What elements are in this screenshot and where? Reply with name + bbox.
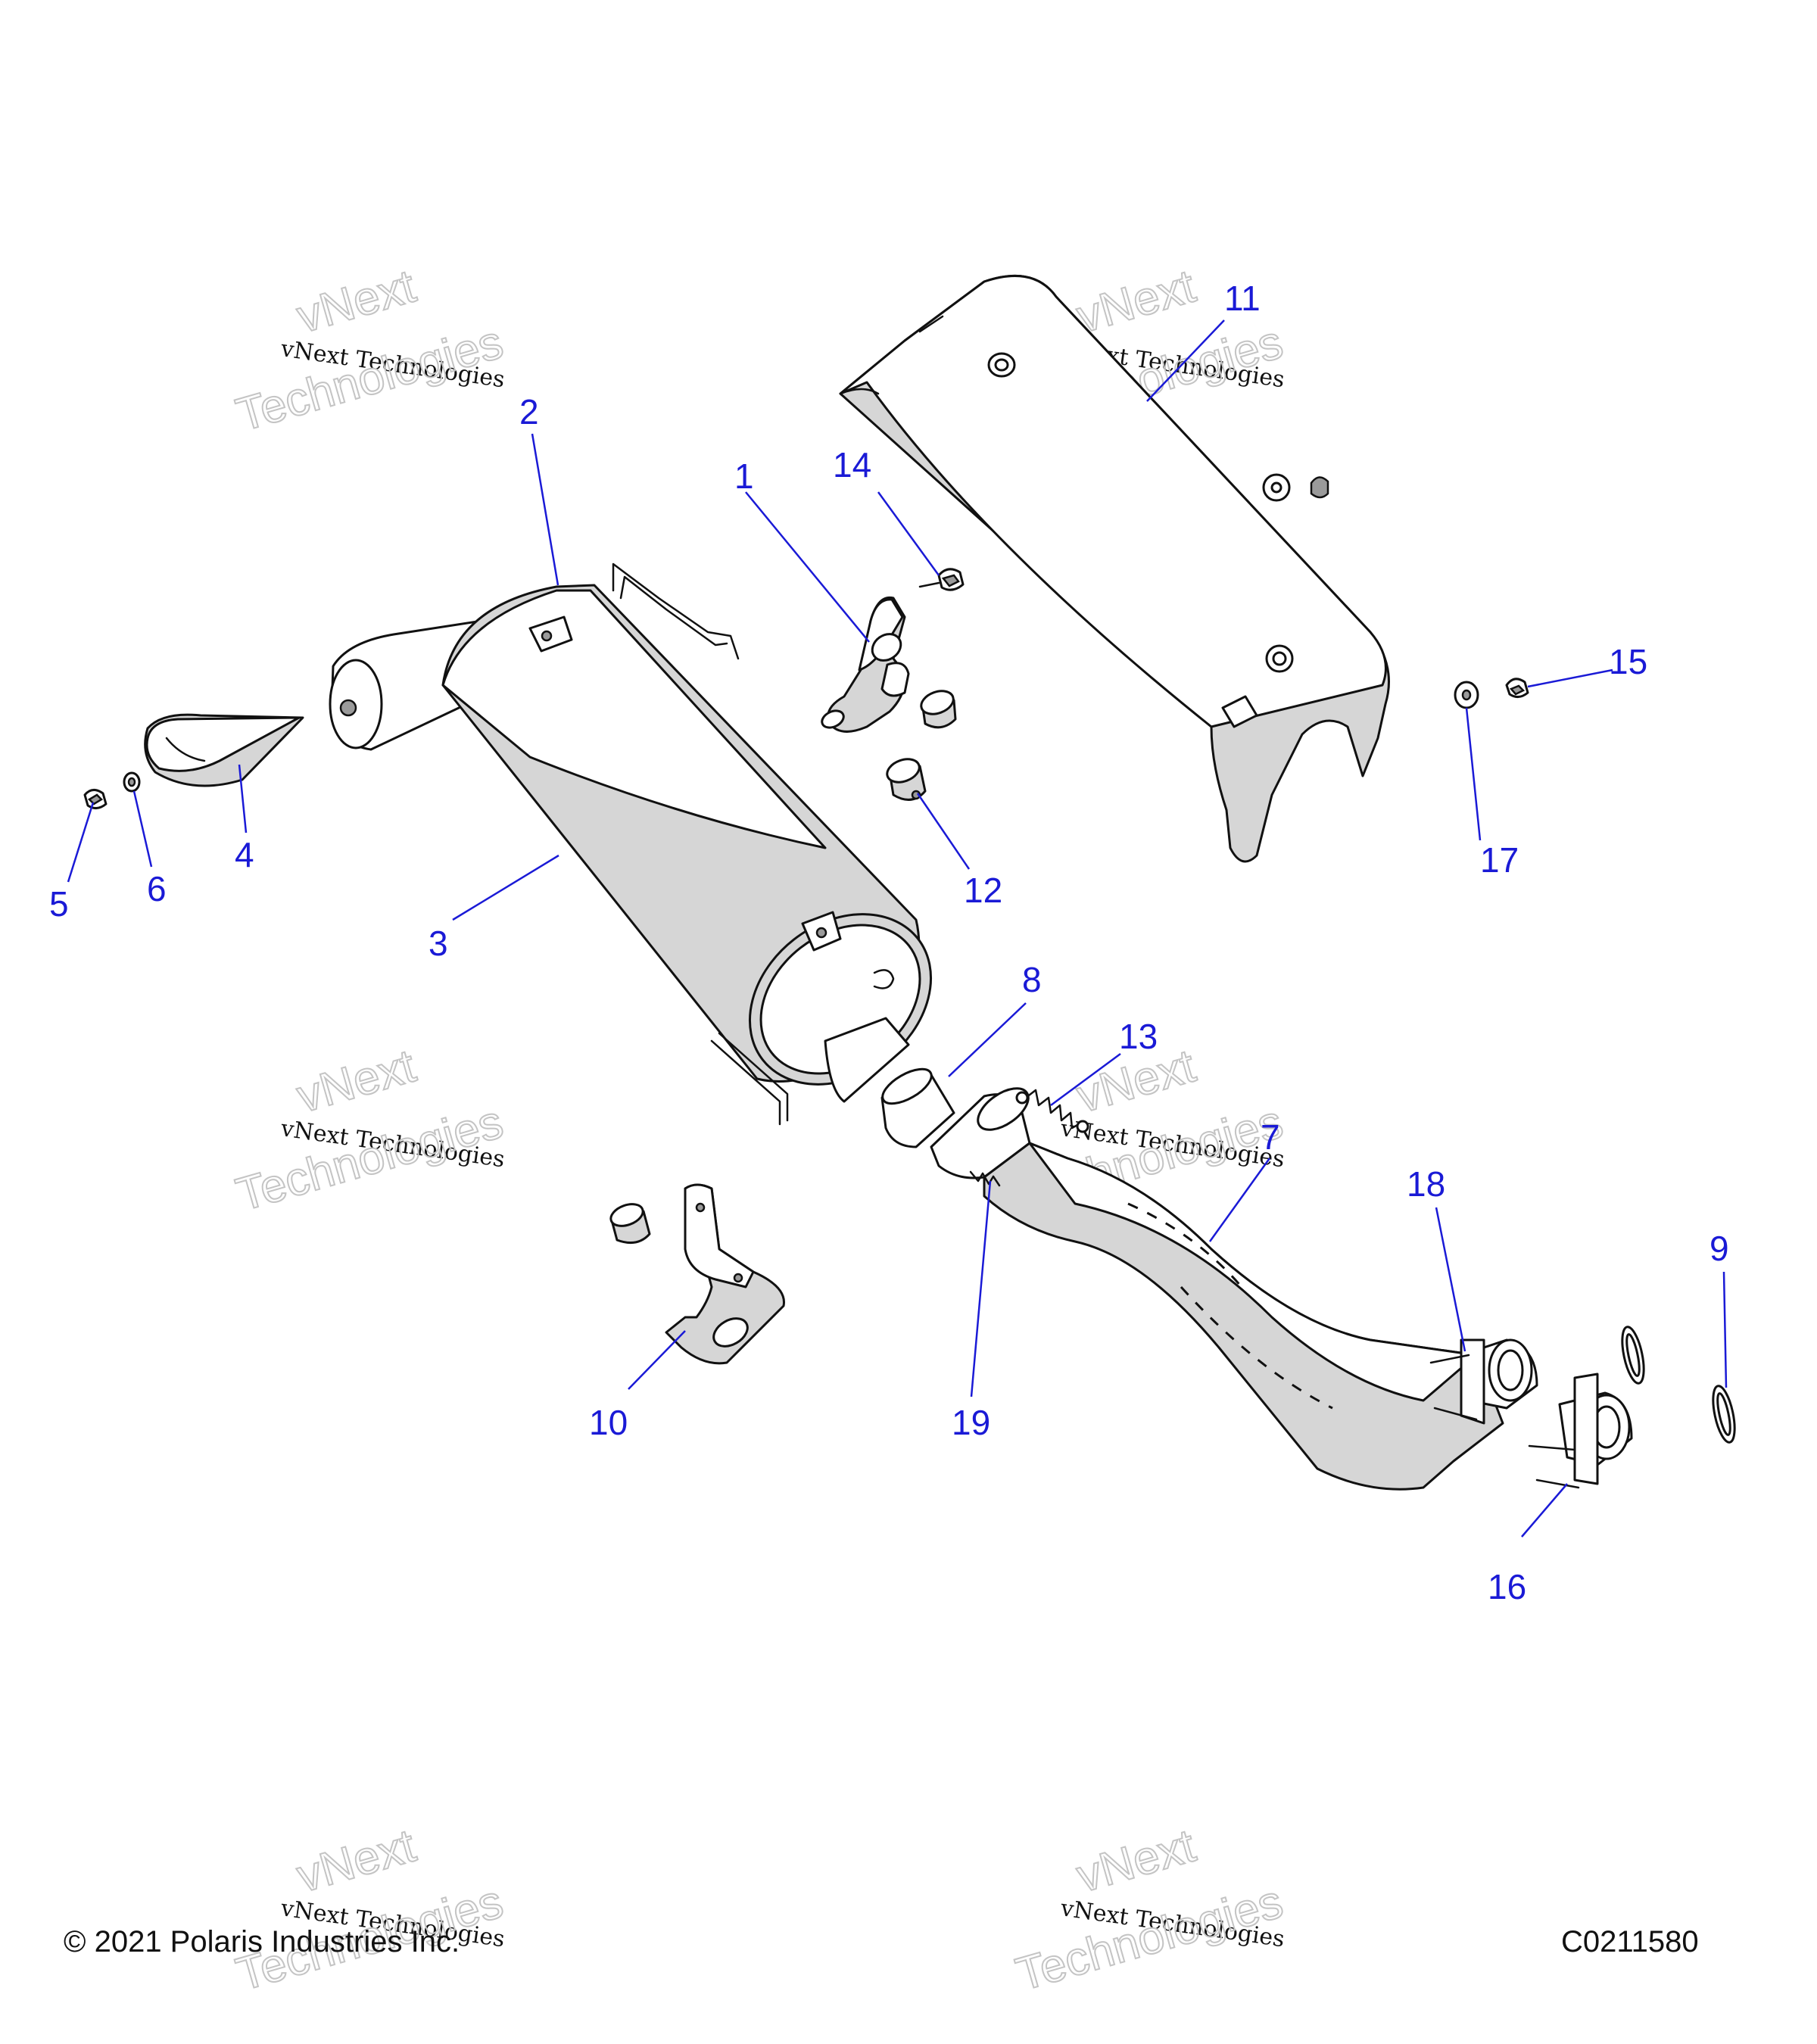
washer-part-17[interactable] bbox=[1454, 681, 1479, 709]
callout-14: 14 bbox=[833, 445, 871, 485]
callout-19: 19 bbox=[952, 1403, 990, 1442]
leader-line-17 bbox=[1465, 707, 1482, 841]
screw-part-5[interactable] bbox=[83, 789, 108, 809]
callout-16: 16 bbox=[1488, 1567, 1526, 1606]
leader-line-5 bbox=[67, 802, 95, 883]
header-pipe[interactable] bbox=[930, 1080, 1633, 1491]
muffler[interactable] bbox=[329, 562, 965, 1126]
callout-10: 10 bbox=[589, 1403, 628, 1442]
grommet-lower[interactable] bbox=[608, 1200, 651, 1245]
watermark-big-text-1: vNext bbox=[1071, 260, 1201, 343]
callout-9: 9 bbox=[1709, 1229, 1729, 1268]
spark-arrestor-tip[interactable] bbox=[144, 713, 304, 787]
spring-part-13[interactable] bbox=[1015, 1089, 1089, 1133]
washer-part-6[interactable] bbox=[123, 771, 141, 793]
leader-line-13 bbox=[1050, 1052, 1121, 1107]
bolt-part-14[interactable] bbox=[918, 568, 965, 591]
callout-17: 17 bbox=[1480, 840, 1519, 880]
callout-1: 1 bbox=[734, 456, 754, 496]
callout-7: 7 bbox=[1261, 1117, 1280, 1157]
spring-part-19[interactable] bbox=[969, 1170, 1001, 1187]
callout-8: 8 bbox=[1022, 960, 1042, 999]
watermark-big-text-1: vNext bbox=[291, 1039, 421, 1123]
leader-line-4 bbox=[238, 764, 248, 833]
leader-line-8 bbox=[948, 1002, 1027, 1077]
callout-3: 3 bbox=[429, 924, 448, 963]
leader-lines bbox=[67, 319, 1728, 1538]
leader-line-14 bbox=[877, 491, 940, 576]
leader-line-15 bbox=[1527, 668, 1613, 688]
watermark-big-text-1: vNext bbox=[1071, 1819, 1201, 1902]
gasket-part-9-inner[interactable] bbox=[1618, 1325, 1647, 1385]
leader-line-11 bbox=[1146, 319, 1225, 402]
heat-shield[interactable] bbox=[839, 274, 1390, 863]
gasket-part-9[interactable] bbox=[1709, 1384, 1738, 1444]
leader-line-6 bbox=[132, 790, 153, 868]
leader-line-9 bbox=[1722, 1271, 1728, 1388]
lower-mount-bracket[interactable] bbox=[665, 1183, 785, 1365]
upper-mount-bracket[interactable] bbox=[819, 596, 910, 733]
watermark-big-text-1: vNext bbox=[291, 260, 421, 343]
callout-18: 18 bbox=[1407, 1164, 1445, 1204]
callout-11: 11 bbox=[1224, 279, 1261, 318]
grommet-part-12-upper[interactable] bbox=[918, 687, 957, 729]
callout-2: 2 bbox=[519, 392, 539, 432]
leader-line-3 bbox=[452, 854, 559, 921]
leader-line-2 bbox=[531, 433, 559, 586]
watermark-top-left: vNext Technologies vNext Technologies bbox=[230, 259, 510, 442]
callout-12: 12 bbox=[964, 871, 1002, 910]
copyright-text: © 2021 Polaris Industries Inc. bbox=[64, 1925, 460, 1958]
callout-numbers: 1 2 3 4 5 6 7 8 9 10 11 12 13 14 15 16 1… bbox=[49, 279, 1729, 1606]
watermark-bottom-left: vNext Technologies vNext Technologies bbox=[230, 1818, 510, 2002]
leader-line-12 bbox=[916, 793, 971, 870]
callout-6: 6 bbox=[147, 869, 167, 908]
leader-line-1 bbox=[745, 491, 870, 643]
leader-line-16 bbox=[1521, 1483, 1568, 1538]
callout-13: 13 bbox=[1119, 1017, 1158, 1056]
bolt-part-15[interactable] bbox=[1505, 678, 1529, 698]
drawing-id: C0211580 bbox=[1561, 1925, 1699, 1958]
exhaust-seal-part-8[interactable] bbox=[877, 1062, 955, 1148]
leader-line-19 bbox=[970, 1180, 992, 1397]
leader-line-7 bbox=[1208, 1158, 1271, 1242]
leader-line-10 bbox=[628, 1330, 686, 1390]
watermark-bottom-right: vNext Technologies vNext Technologies bbox=[1010, 1818, 1289, 2002]
leader-line-18 bbox=[1435, 1207, 1466, 1352]
watermark-middle-left: vNext Technologies vNext Technologies bbox=[230, 1039, 510, 1222]
callout-5: 5 bbox=[49, 884, 69, 924]
watermark-big-text-1: vNext bbox=[291, 1819, 421, 1902]
grommet-part-12[interactable] bbox=[884, 755, 927, 801]
callout-4: 4 bbox=[235, 835, 254, 874]
callout-15: 15 bbox=[1609, 642, 1647, 681]
